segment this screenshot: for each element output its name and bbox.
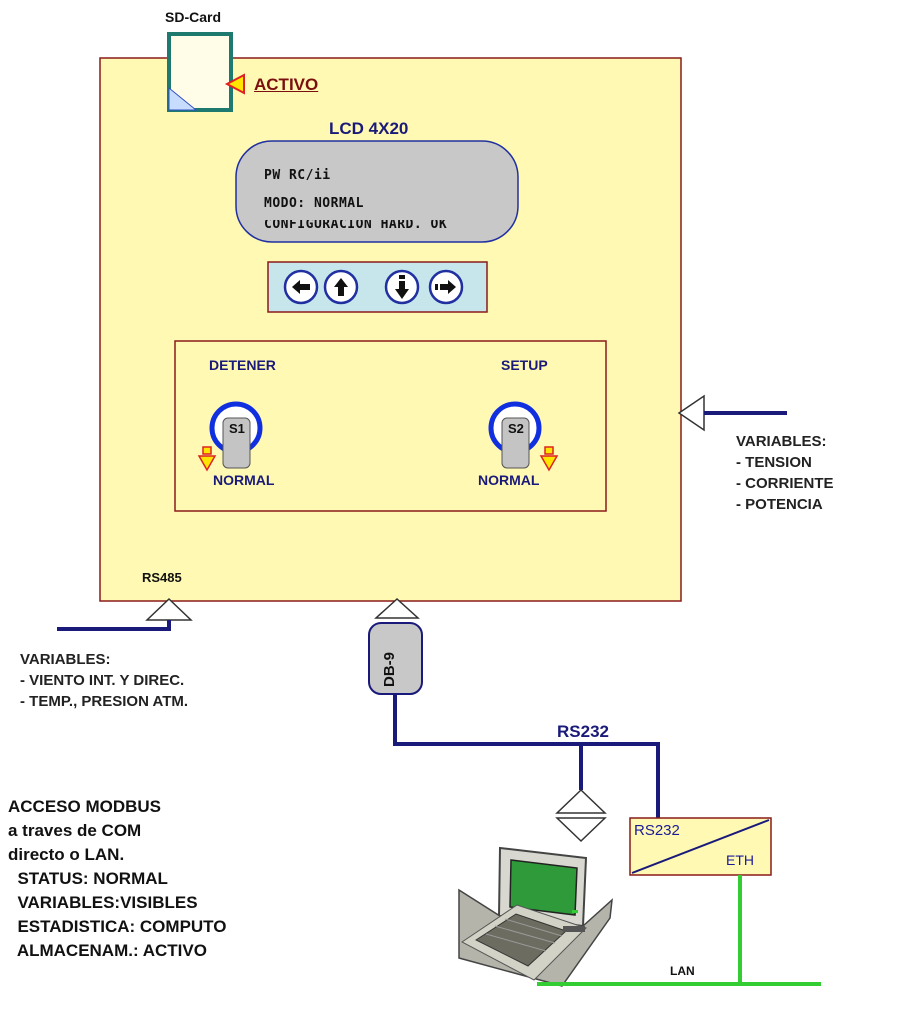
rs485-cable — [57, 620, 171, 631]
switch-s1-state: NORMAL — [213, 472, 275, 488]
modbus-line: ALMACENAM.: ACTIVO — [8, 941, 207, 960]
lcd-line-2: MODO: NORMAL — [264, 196, 364, 211]
converter-eth-label: ETH — [726, 852, 754, 868]
right-arrow-button[interactable] — [428, 269, 464, 305]
lcd-display — [235, 140, 519, 243]
rs485-connector-icon — [145, 597, 193, 621]
lcd-line-1: PW RC/ii — [264, 168, 331, 183]
lcd-line-3: CONFIGURACION HARD. OK — [264, 220, 448, 228]
down-arrow-button[interactable] — [384, 269, 420, 305]
sd-status-label: ACTIVO — [254, 75, 319, 94]
sd-card-label: SD-Card — [165, 9, 222, 25]
right-variable-item: - TENSION — [736, 454, 812, 471]
left-variable-item: - TEMP., PRESION ATM. — [20, 693, 189, 710]
modbus-line: ACCESO MODBUS — [8, 797, 162, 816]
switch-s1-name: DETENER — [209, 357, 276, 373]
right-input-connector-icon — [677, 394, 705, 432]
rs232-cable — [393, 694, 660, 818]
converter-rs232-label: RS232 — [634, 822, 680, 839]
switch-s2-id: S2 — [508, 421, 524, 436]
controller-panel — [99, 57, 682, 602]
rs232-label: RS232 — [557, 722, 609, 741]
modbus-line: a traves de COM — [8, 821, 142, 840]
switch-s2-name: SETUP — [501, 357, 548, 373]
right-variables-title: VARIABLES: — [736, 433, 827, 450]
left-arrow-button[interactable] — [283, 269, 319, 305]
switch-s1-id: S1 — [229, 421, 245, 436]
lan-label: LAN — [670, 964, 695, 978]
left-variable-item: - VIENTO INT. Y DIREC. — [20, 672, 185, 689]
converter-divider — [631, 819, 770, 874]
serial-connector-icon — [555, 788, 607, 843]
sd-card-icon — [167, 32, 233, 112]
modbus-line: ESTADISTICA: COMPUTO — [8, 917, 227, 936]
rs485-label: RS485 — [142, 570, 182, 585]
modbus-line: directo o LAN. — [8, 845, 125, 864]
switch-s2[interactable] — [488, 401, 542, 469]
right-variable-item: - POTENCIA — [736, 496, 823, 513]
lcd-title: LCD 4X20 — [329, 119, 409, 138]
up-arrow-button[interactable] — [323, 269, 359, 305]
laptop-icon — [458, 846, 613, 987]
modbus-line: VARIABLES:VISIBLES — [8, 893, 198, 912]
switch-s2-state: NORMAL — [478, 472, 540, 488]
modbus-line: STATUS: NORMAL — [8, 869, 168, 888]
switch-s2-indicator-icon — [539, 446, 559, 472]
left-variables-title: VARIABLES: — [20, 651, 111, 668]
switch-s1-indicator-icon — [197, 446, 217, 472]
sd-active-arrow-icon — [224, 73, 245, 95]
switch-s1[interactable] — [209, 401, 263, 469]
right-variable-item: - CORRIENTE — [736, 475, 834, 492]
db9-label: DB-9 — [381, 651, 398, 687]
lcd-line-3-clip: CONFIGURACION HARD. OK — [264, 220, 484, 228]
db9-connector-icon — [374, 597, 420, 619]
